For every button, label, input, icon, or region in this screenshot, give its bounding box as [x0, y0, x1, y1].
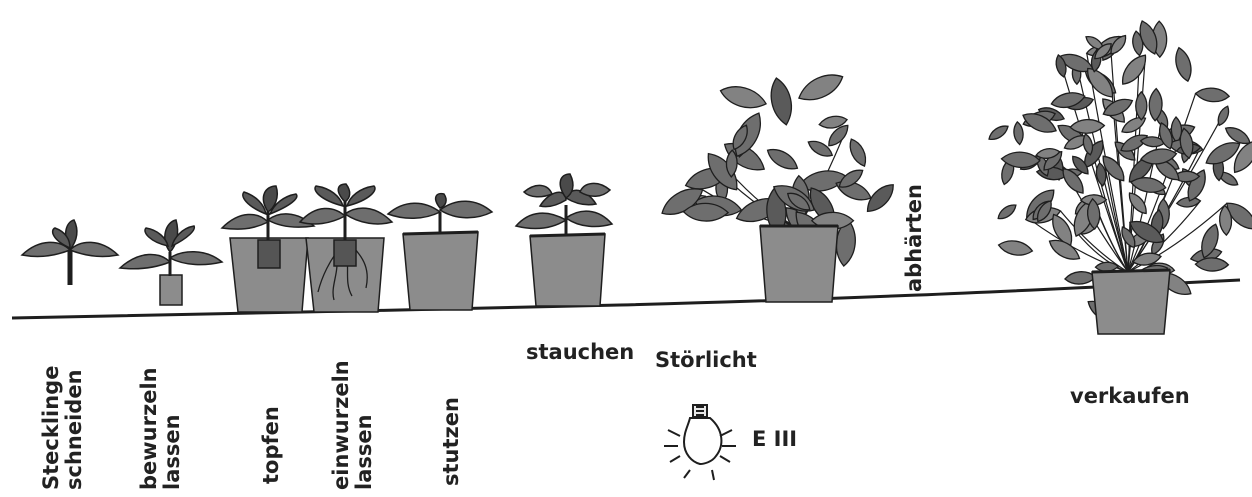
rooting-plant — [120, 220, 222, 305]
label-topfen: topfen — [260, 406, 283, 484]
leaf — [767, 76, 796, 127]
label-line: stutzen — [440, 397, 463, 486]
label-stoerlicht: Störlicht — [655, 348, 757, 372]
leaf — [996, 202, 1019, 222]
leaf — [795, 68, 847, 107]
label-line: lassen — [353, 360, 376, 490]
bushy-plant — [986, 19, 1252, 334]
compact-plant — [516, 174, 612, 306]
label-line: lassen — [161, 367, 184, 490]
leaf — [718, 82, 769, 113]
leaf — [1013, 121, 1024, 145]
label-stauchen: stauchen — [526, 340, 634, 364]
label-line: Stecklinge — [40, 366, 63, 490]
label-stecklinge-schneiden: Stecklinge schneiden — [40, 366, 86, 490]
leaf — [764, 144, 801, 174]
label-line: einwurzeln — [330, 360, 353, 490]
ground-line — [12, 280, 1240, 318]
leaf — [1172, 46, 1194, 83]
label-bewurzeln-lassen: bewurzeln lassen — [138, 367, 184, 490]
large-plant — [657, 68, 898, 302]
label-verkaufen: verkaufen — [1070, 384, 1190, 408]
label-line: abhärten — [903, 184, 926, 292]
label-lamp-e3: E III — [752, 427, 797, 451]
label-line: bewurzeln — [138, 367, 161, 490]
pruned-plant — [388, 194, 492, 310]
leaf — [986, 123, 1010, 143]
pot-rim — [1092, 270, 1170, 272]
label-line: schneiden — [63, 366, 86, 490]
rooting-in-pot-plant — [300, 184, 392, 312]
light-bulb-icon — [664, 405, 736, 480]
cutting-plant — [22, 220, 118, 285]
leaf — [997, 238, 1033, 257]
label-einwurzeln-lassen: einwurzeln lassen — [330, 360, 376, 490]
leaf — [1195, 87, 1230, 103]
label-stutzen: stutzen — [440, 397, 463, 486]
leaf — [1117, 51, 1151, 89]
leaf — [846, 137, 870, 169]
label-line: topfen — [260, 406, 283, 484]
potted-plant — [222, 186, 314, 312]
label-abhaerten: abhärten — [903, 184, 926, 292]
